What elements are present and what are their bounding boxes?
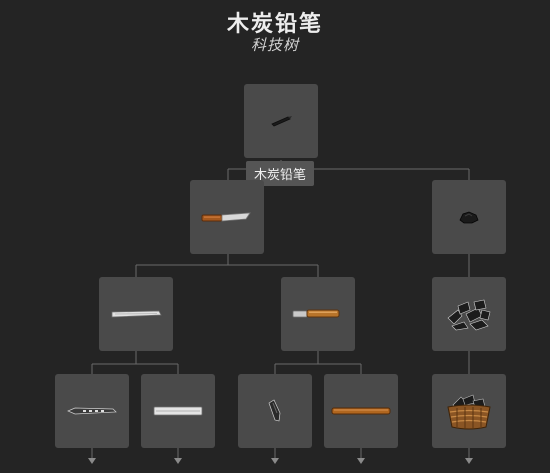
node-serrated-blade[interactable] (55, 374, 129, 448)
steel-bar-icon (153, 406, 203, 416)
handled-tool-icon (292, 309, 340, 318)
charcoal-pile-icon (447, 299, 491, 331)
page-subtitle: 科技树 (250, 36, 299, 54)
node-long-stick[interactable] (324, 374, 398, 448)
knife-icon (201, 212, 251, 222)
node-charcoal-basket[interactable] (432, 374, 506, 448)
node-flint-knife[interactable] (190, 180, 264, 254)
charcoal-basket-icon (447, 394, 491, 430)
node-whetstone-blade[interactable] (99, 277, 173, 351)
sharp-stone-icon (268, 399, 281, 422)
node-charcoal-pile[interactable] (432, 277, 506, 351)
long-stick-icon (331, 407, 391, 415)
serrated-blade-icon (67, 407, 117, 415)
steel-blade-icon (111, 310, 162, 318)
charcoal-lump-icon (459, 211, 479, 224)
node-wooden-handle-tool[interactable] (281, 277, 355, 351)
node-steel-bar[interactable] (141, 374, 215, 448)
page-title: 木炭铅笔 (226, 11, 323, 37)
node-charcoal[interactable] (432, 180, 506, 254)
node-sharp-stone[interactable] (238, 374, 312, 448)
node-charcoal-pencil[interactable] (244, 84, 318, 158)
charcoal-pencil-icon (271, 116, 292, 127)
